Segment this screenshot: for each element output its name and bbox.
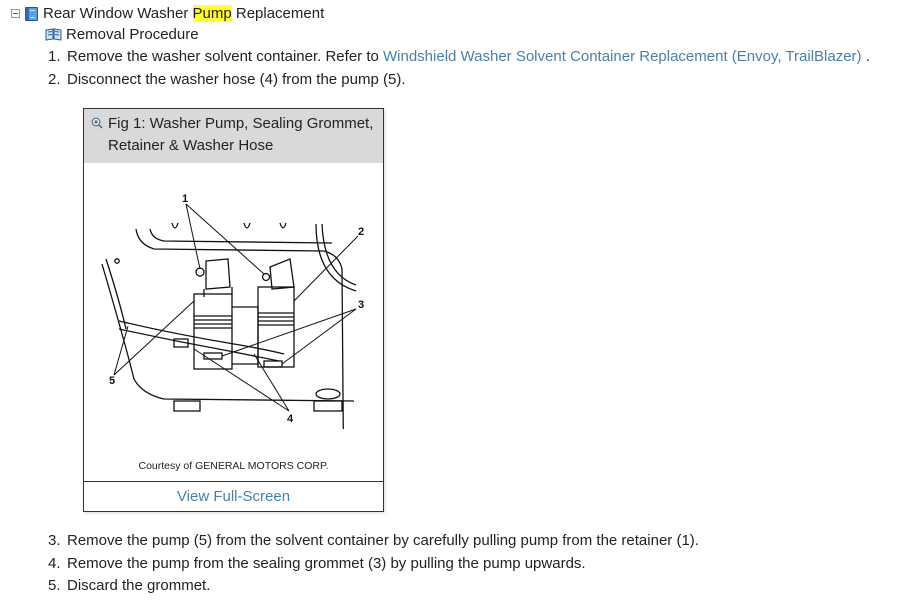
callout-3: 3 bbox=[358, 299, 364, 311]
step-5: 5.Discard the grommet. bbox=[48, 577, 211, 594]
steps-list-top: 1.Remove the washer solvent container. R… bbox=[48, 46, 870, 91]
callout-1: 1 bbox=[182, 193, 188, 205]
step-4: 4.Remove the pump from the sealing gromm… bbox=[48, 554, 586, 572]
callout-5: 5 bbox=[109, 375, 115, 387]
tree-node-rear-window-washer-pump[interactable]: Rear Window Washer Pump Replacement bbox=[11, 5, 324, 22]
image-credit: Courtesy of GENERAL MOTORS CORP. bbox=[138, 460, 329, 472]
view-full-screen-link[interactable]: View Full-Screen bbox=[176, 488, 291, 505]
tree-node-label: Removal Procedure bbox=[66, 26, 199, 43]
callout-2: 2 bbox=[358, 226, 364, 238]
figure-title: Fig 1: Washer Pump, Sealing Grommet, Ret… bbox=[108, 115, 374, 154]
figure-1: Fig 1: Washer Pump, Sealing Grommet, Ret… bbox=[83, 108, 384, 512]
zoom-in-icon[interactable] bbox=[91, 117, 103, 129]
steps-list-bottom: 3.Remove the pump (5) from the solvent c… bbox=[48, 530, 699, 598]
windshield-solvent-container-link[interactable]: Windshield Washer Solvent Container Repl… bbox=[383, 48, 862, 65]
tree-node-removal-procedure[interactable]: Removal Procedure bbox=[45, 26, 199, 43]
tree-node-title[interactable]: Rear Window Washer Pump Replacement bbox=[43, 5, 325, 22]
search-highlight: Pump bbox=[192, 5, 232, 22]
step-2: 2.Disconnect the washer hose (4) from th… bbox=[48, 70, 406, 88]
book-icon bbox=[25, 6, 38, 21]
step-3: 3.Remove the pump (5) from the solvent c… bbox=[48, 532, 699, 549]
callout-4: 4 bbox=[287, 413, 294, 425]
collapse-toggle-icon[interactable] bbox=[11, 9, 20, 18]
open-book-icon bbox=[45, 28, 62, 41]
washer-pump-diagram[interactable]: 1 2 3 4 5 bbox=[94, 189, 374, 429]
figure-footer: View Full-Screen bbox=[84, 481, 383, 511]
step-1: 1.Remove the washer solvent container. R… bbox=[48, 48, 870, 65]
figure-header[interactable]: Fig 1: Washer Pump, Sealing Grommet, Ret… bbox=[84, 109, 383, 163]
